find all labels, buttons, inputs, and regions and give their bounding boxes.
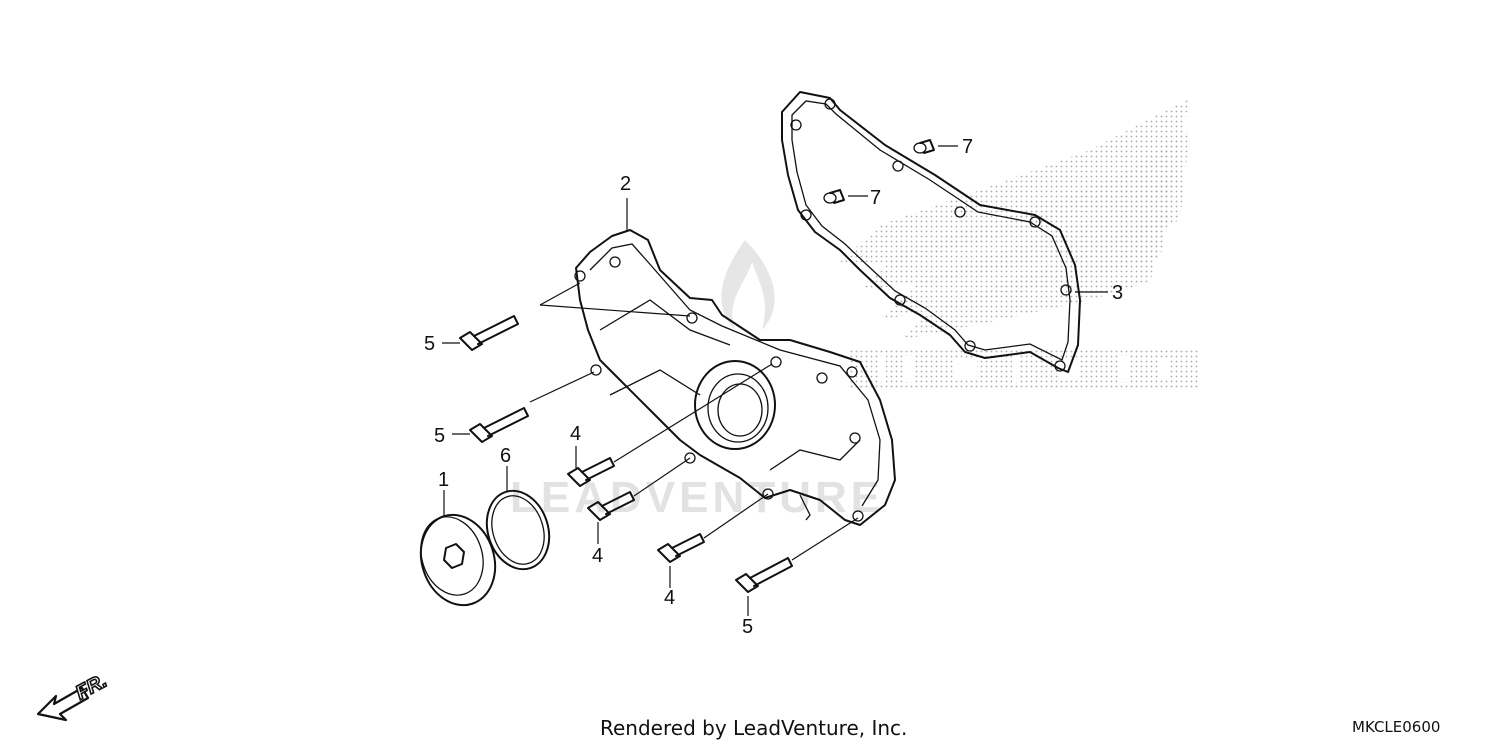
rendered-by-credit: Rendered by LeadVenture, Inc. [600, 716, 908, 740]
leadventure-watermark: LEADVENTURE [510, 240, 884, 522]
callout-6: 6 [500, 445, 511, 467]
bolt-part-5c[interactable] [735, 557, 793, 593]
callout-4c: 4 [664, 587, 675, 609]
cover-part-2[interactable] [574, 229, 896, 526]
bolt-part-4c[interactable] [657, 533, 705, 563]
leader-lines [442, 145, 1108, 616]
callout-1: 1 [438, 469, 449, 491]
callout-7b: 7 [870, 187, 881, 209]
bolt-part-5b[interactable] [469, 407, 529, 443]
dowel-pin-part-7b[interactable] [823, 189, 845, 204]
callout-5b: 5 [434, 425, 445, 447]
bolt-part-5a[interactable] [459, 315, 519, 351]
front-arrow-icon: FR. [36, 669, 112, 722]
callout-7a: 7 [962, 136, 973, 158]
callout-4a: 4 [570, 423, 581, 445]
callout-5a: 5 [424, 333, 435, 355]
leadventure-watermark-text: LEADVENTURE [510, 473, 884, 522]
callout-2: 2 [620, 173, 631, 195]
callout-3: 3 [1112, 282, 1123, 304]
cap-part-1[interactable] [410, 505, 507, 615]
bolt-part-4b[interactable] [587, 491, 635, 521]
honda-wing-watermark [840, 98, 1190, 340]
callout-4b: 4 [592, 545, 603, 567]
dowel-pin-part-7a[interactable] [913, 139, 935, 154]
diagram-reference-code: MKCLE0600 [1352, 718, 1441, 736]
o-ring-part-6[interactable] [477, 483, 559, 578]
callout-5c: 5 [742, 616, 753, 638]
gasket-part-3[interactable] [781, 91, 1081, 373]
bolt-part-4a[interactable] [567, 457, 615, 487]
honda-wordmark-watermark [850, 348, 1200, 390]
